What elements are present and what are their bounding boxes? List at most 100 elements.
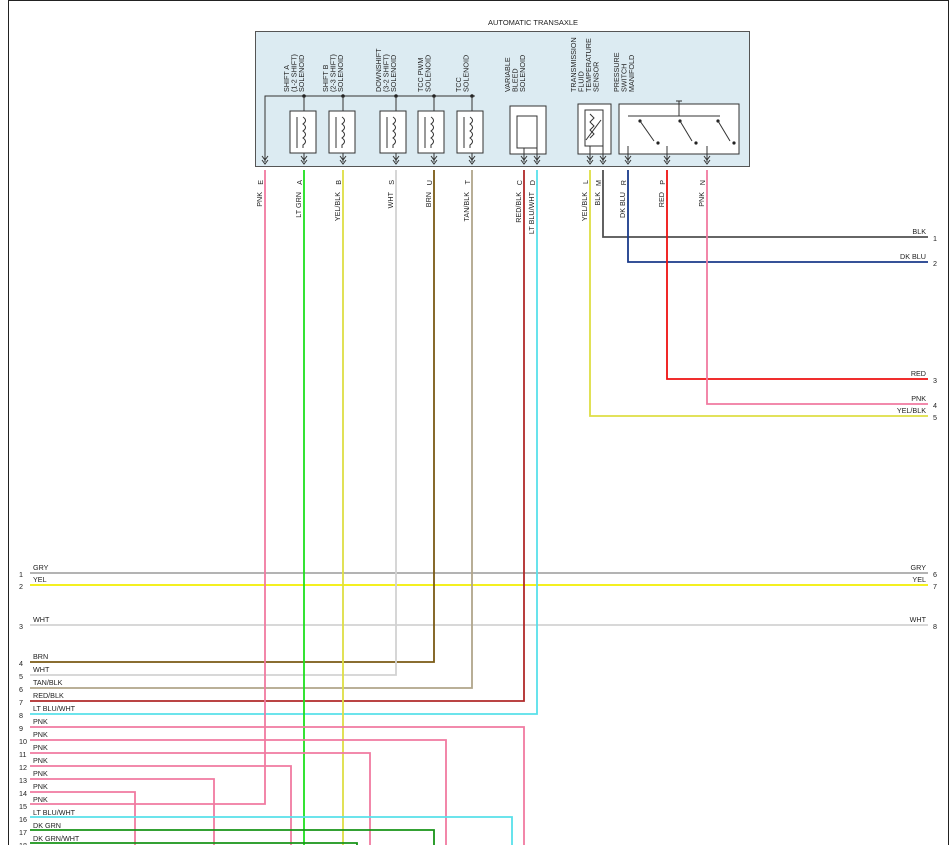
- pin-wire-color: LT GRN: [294, 192, 303, 218]
- left-pin-number: 9: [19, 724, 23, 733]
- tcc-label: TCC: [454, 77, 463, 92]
- connector-pin-icon: [533, 155, 541, 165]
- right-pin-number: 6: [933, 570, 937, 579]
- pin-letter: R: [619, 180, 628, 185]
- right-pin-number: 8: [933, 622, 937, 631]
- tcc-pwm-label: TCC PWM: [416, 58, 425, 92]
- wire-dk-grn-wht: [30, 842, 358, 845]
- connector-pin-icon: [599, 155, 607, 165]
- coil-icon: [430, 116, 434, 148]
- pin-letter: L: [581, 180, 590, 184]
- tft-label: TRANSMISSION: [569, 37, 578, 92]
- left-wire-label: BRN: [33, 652, 48, 661]
- pin-wire-color: BLK: [593, 192, 602, 206]
- left-pin-number: 6: [19, 685, 23, 694]
- wire-yel-blk-out: [589, 170, 928, 417]
- connector-pin-icon: [663, 155, 671, 165]
- left-pin-number: 18: [19, 841, 27, 845]
- diagram-border: [8, 0, 949, 845]
- left-wire-label: PNK: [33, 795, 48, 804]
- shift-a-label: (1-2 SHIFT): [290, 54, 299, 92]
- wire-pnk-e: [30, 170, 266, 805]
- psm-label: MANIFOLD: [627, 55, 636, 92]
- left-pin-number: 8: [19, 711, 23, 720]
- left-pin-number: 17: [19, 828, 27, 837]
- shift-b-label: (2-3 SHIFT): [329, 54, 338, 92]
- wire-red: [666, 170, 928, 380]
- left-wire-label: RED/BLK: [33, 691, 64, 700]
- wire-brn: [30, 170, 435, 663]
- pin-wire-color: DK BLU: [618, 192, 627, 218]
- right-wire-label: RED: [911, 369, 926, 378]
- pin-wire-color: LT BLU/WHT: [527, 191, 536, 234]
- wire-pnk-splice: [30, 739, 447, 845]
- connector-pin-icon: [392, 155, 400, 165]
- coil-icon: [341, 116, 345, 148]
- right-wire-label: WHT: [910, 615, 927, 624]
- switch-icon: [639, 120, 655, 142]
- right-pin-number: 1: [933, 234, 937, 243]
- switch-icon: [717, 120, 731, 142]
- psm-label: PRESSURE: [612, 52, 621, 92]
- tft-label: FLUID: [577, 71, 586, 92]
- left-pin-number: 14: [19, 789, 27, 798]
- left-pin-number: 3: [19, 622, 23, 631]
- left-wire-label: LT BLU/WHT: [33, 808, 76, 817]
- wire-pnk-splice: [30, 726, 525, 845]
- right-pin-number: 3: [933, 376, 937, 385]
- pin-wire-color: TAN/BLK: [462, 192, 471, 222]
- connector-pin-icon: [624, 155, 632, 165]
- switch-contact: [656, 141, 660, 145]
- shift-b-label: SHIFT B: [321, 64, 330, 92]
- pin-letter: M: [594, 180, 603, 186]
- switch-contact: [732, 141, 736, 145]
- connector-pin-icon: [261, 155, 269, 165]
- tcc-pwm-label: SOLENOID: [424, 55, 433, 92]
- vbs-coil-icon: [516, 115, 538, 149]
- pin-letter: T: [463, 179, 472, 184]
- downshift-label: SOLENOID: [389, 55, 398, 92]
- solenoid-feed-line: [264, 95, 475, 162]
- left-wire-label: PNK: [33, 782, 48, 791]
- left-wire-label: DK GRN: [33, 821, 61, 830]
- left-wire-label: PNK: [33, 756, 48, 765]
- right-pin-number: 7: [933, 582, 937, 591]
- right-pin-number: 5: [933, 413, 937, 422]
- pin-wire-color: RED: [657, 192, 666, 207]
- wire-dk-blu: [627, 170, 928, 263]
- left-wire-label: YEL: [33, 575, 47, 584]
- left-wire-label: PNK: [33, 717, 48, 726]
- thermistor-frame: [584, 109, 604, 147]
- right-wire-label: PNK: [911, 394, 926, 403]
- left-wire-label: WHT: [33, 665, 50, 674]
- pin-letter: N: [698, 180, 707, 185]
- right-wire-label: YEL: [912, 575, 926, 584]
- left-wire-label: PNK: [33, 769, 48, 778]
- vbs-box: [509, 105, 547, 155]
- thermistor-arrow: [585, 119, 602, 141]
- shift-a-label: SOLENOID: [297, 55, 306, 92]
- transaxle-internals: [264, 94, 740, 162]
- pin-letter: P: [658, 180, 667, 185]
- left-pin-number: 11: [19, 750, 26, 759]
- wire-dk-grn: [30, 829, 435, 845]
- vbs-label: VARIABLE: [503, 57, 512, 92]
- shift-a-label: SHIFT A: [282, 65, 291, 92]
- downshift-label: DOWNSHIFT: [374, 48, 383, 92]
- wire-lt-blu-wht: [30, 170, 538, 715]
- left-pin-number: 12: [19, 763, 27, 772]
- coil-icon: [469, 116, 473, 148]
- switch-icon: [679, 120, 693, 142]
- left-wire-label: DK GRN/WHT: [33, 834, 80, 843]
- pin-wire-color: PNK: [255, 192, 264, 207]
- pin-letter: A: [295, 180, 304, 185]
- ground-icon: [674, 100, 684, 105]
- right-pin-number: 4: [933, 401, 937, 410]
- left-wire-label: TAN/BLK: [33, 678, 63, 687]
- connector-pin-icon: [468, 155, 476, 165]
- switch-contact: [694, 141, 698, 145]
- wire-pnk-out: [706, 170, 928, 405]
- connector-pin-icon: [520, 155, 528, 165]
